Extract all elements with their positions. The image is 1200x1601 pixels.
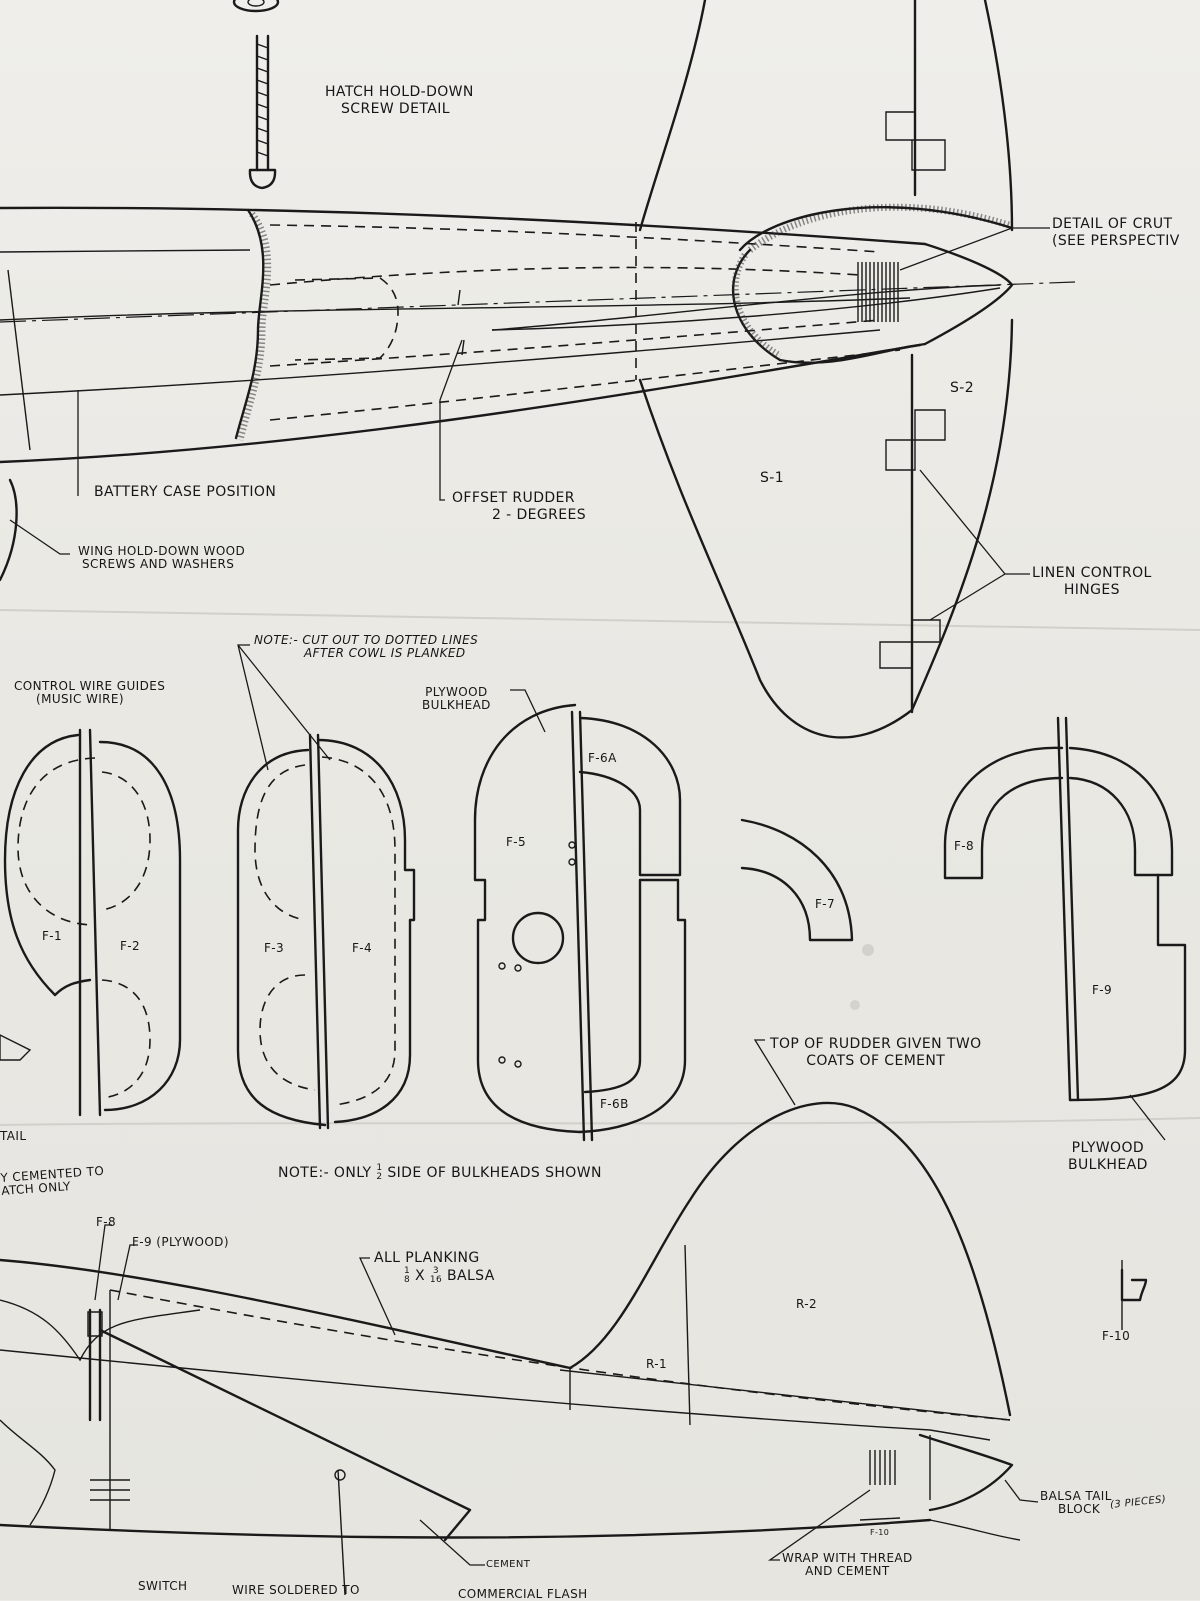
leader-lines [9, 227, 1166, 1566]
f9-plywood-note: F-9 (PLYWOOD) [132, 1235, 229, 1249]
offset-rudder-note: OFFSET RUDDER 2 - DEGREES [452, 490, 587, 523]
wire-soldered-note: WIRE SOLDERED TO [232, 1583, 360, 1597]
tail-fragment-note: TAIL [0, 1129, 27, 1143]
cement-note: CEMENT [486, 1559, 531, 1570]
part-label-f2: F-2 [120, 939, 141, 953]
wrap-thread-note: WRAP WITH THREAD AND CEMENT [782, 1551, 913, 1578]
part-label-f9: F-9 [1092, 983, 1113, 997]
balsa-tail-block-note: BALSA TAIL BLOCK [1040, 1489, 1112, 1516]
crutch-detail-note: DETAIL OF CRUT (SEE PERSPECTIV [1052, 216, 1180, 249]
part-label-r1: R-1 [646, 1357, 668, 1371]
bulkhead-f1-f2 [3, 728, 182, 1117]
wing-fragment [0, 478, 18, 582]
fuselage-top-view [0, 203, 1076, 464]
part-label-f7: F-7 [815, 897, 836, 911]
paper-fold-line [0, 609, 1200, 631]
bulkhead-f8-f9 [943, 716, 1187, 1102]
ink-smudge [862, 944, 874, 956]
bulkhead-f3-f4 [236, 733, 416, 1130]
part-label-f1: F-1 [42, 929, 63, 943]
f10-small-label: F-10 [870, 1528, 890, 1537]
control-wire-note: CONTROL WIRE GUIDES (MUSIC WIRE) [14, 679, 166, 706]
ink-smudge [850, 1000, 860, 1010]
part-label-s2: S-2 [950, 380, 975, 396]
plywood-bulkhead-note: PLYWOOD BULKHEAD [422, 685, 491, 712]
hatch-screw-drawing [232, 0, 280, 190]
cut-out-note: NOTE:- CUT OUT TO DOTTED LINES AFTER COW… [254, 633, 479, 660]
bulkhead-f7 [740, 818, 854, 942]
paper-fold-line [0, 1117, 1200, 1126]
part-label-f5: F-5 [506, 835, 527, 849]
f8-lead-label: F-8 [96, 1215, 117, 1229]
hatch-screw-note: HATCH HOLD-DOWN SCREW DETAIL [325, 84, 474, 117]
part-label-f6a: F-6A [588, 751, 617, 765]
part-label-f6b: F-6B [600, 1097, 629, 1111]
wing-fragment [0, 1034, 32, 1061]
plywood-bulkhead-note-right: PLYWOOD BULKHEAD [1068, 1140, 1148, 1173]
bulkhead-f5-f6 [473, 703, 687, 1142]
battery-case-note: BATTERY CASE POSITION [94, 484, 277, 500]
top-rudder-note: TOP OF RUDDER GIVEN TWO COATS OF CEMENT [770, 1036, 982, 1069]
bulkhead-f10 [1120, 1268, 1148, 1302]
part-label-r2: R-2 [796, 1297, 818, 1311]
switch-note: SWITCH [138, 1579, 188, 1593]
part-label-f3: F-3 [264, 941, 285, 955]
linen-hinges-note: LINEN CONTROL HINGES [1032, 565, 1152, 598]
commercial-note: COMMERCIAL FLASH [458, 1587, 588, 1601]
part-label-f10: F-10 [1102, 1329, 1131, 1343]
part-label-s1: S-1 [760, 470, 785, 486]
part-label-f4: F-4 [352, 941, 373, 955]
part-label-f8: F-8 [954, 839, 975, 853]
fuselage-side-view [0, 1101, 1021, 1596]
wing-screws-note: WING HOLD-DOWN WOOD SCREWS AND WASHERS [78, 544, 246, 571]
